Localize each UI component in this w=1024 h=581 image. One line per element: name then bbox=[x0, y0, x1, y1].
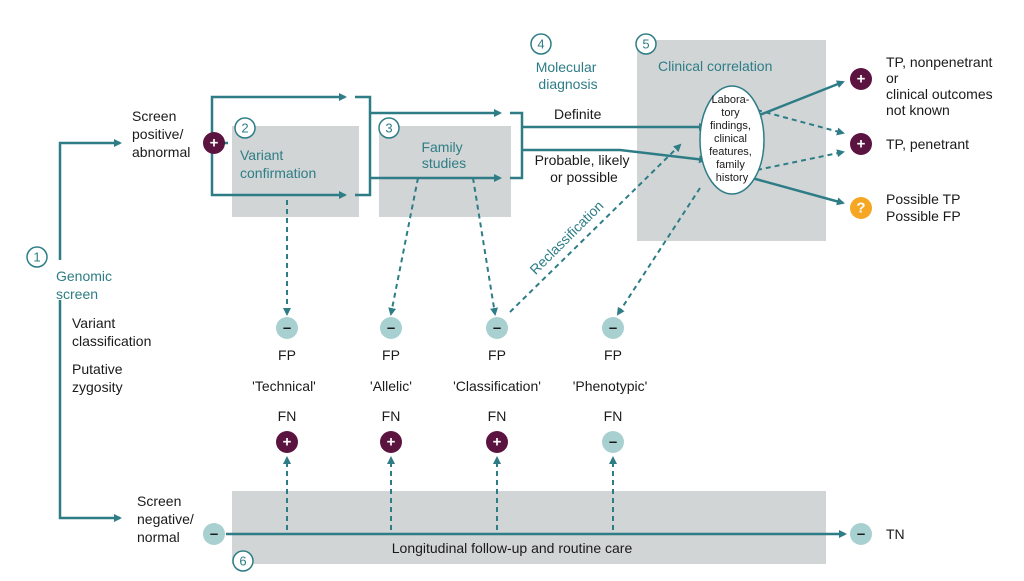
positive-path bbox=[58, 139, 122, 260]
family-studies-title: Family studies bbox=[421, 139, 466, 171]
to-possible bbox=[751, 176, 845, 206]
fn-classification: FN + bbox=[486, 408, 508, 453]
svg-text:–: – bbox=[210, 526, 218, 543]
svg-text:FP: FP bbox=[278, 347, 296, 363]
to-tp-penetrant-dashed-b bbox=[756, 149, 845, 171]
svg-text:1: 1 bbox=[33, 250, 40, 265]
longitudinal-label: Longitudinal follow-up and routine care bbox=[392, 540, 633, 556]
screen-negative-label: Screen negative/ normal bbox=[137, 493, 198, 545]
lab-findings-text: Labora- tory findings, clinical features… bbox=[709, 94, 755, 184]
step-3-badge: 3 bbox=[378, 117, 400, 139]
svg-text:+: + bbox=[857, 136, 866, 153]
fn-technical: FN + bbox=[276, 408, 298, 453]
tp-penetrant-label: TP, penetrant bbox=[886, 136, 969, 152]
putative-zygosity-label: Putative zygosity bbox=[72, 361, 126, 395]
to-confirmation-bottom bbox=[210, 143, 347, 199]
svg-text:+: + bbox=[210, 135, 219, 152]
possible-marker: ? bbox=[850, 197, 872, 219]
svg-text:+: + bbox=[387, 434, 396, 451]
svg-text:+: + bbox=[493, 434, 502, 451]
definite-label: Definite bbox=[554, 106, 602, 122]
fp-technical: – FP bbox=[276, 317, 298, 363]
svg-text:5: 5 bbox=[642, 37, 649, 52]
molecular-diagnosis-title: Molecular diagnosis bbox=[536, 59, 601, 92]
error-type-phenotypic: 'Phenotypic' bbox=[573, 378, 648, 394]
fp-classification: – FP bbox=[486, 317, 508, 363]
fp-allelic: – FP bbox=[380, 317, 402, 363]
svg-text:+: + bbox=[857, 71, 866, 88]
fp-phenotypic-arrow bbox=[616, 187, 701, 316]
svg-text:?: ? bbox=[856, 200, 865, 217]
to-tp-penetrant-dashed-a bbox=[756, 109, 845, 136]
svg-text:3: 3 bbox=[385, 121, 392, 136]
svg-text:FP: FP bbox=[382, 347, 400, 363]
tp-penetrant-marker: + bbox=[850, 133, 872, 155]
svg-text:FN: FN bbox=[488, 408, 507, 424]
variant-confirmation-box bbox=[232, 126, 359, 217]
screen-negative-marker: – bbox=[203, 523, 225, 545]
svg-text:4: 4 bbox=[537, 37, 544, 52]
svg-text:FN: FN bbox=[604, 408, 623, 424]
confirmation-bracket bbox=[355, 95, 372, 197]
genomic-screen-label: Genomic screen bbox=[56, 268, 116, 302]
tp-nonpenetrant-label: TP, nonpenetrant or clinical outcomes no… bbox=[886, 54, 997, 118]
screen-positive-marker: + bbox=[203, 132, 225, 154]
longitudinal-box bbox=[232, 491, 826, 564]
svg-text:FN: FN bbox=[382, 408, 401, 424]
negative-path bbox=[58, 300, 122, 522]
variant-classification-label: Variant classification bbox=[72, 315, 151, 349]
error-type-technical: 'Technical' bbox=[252, 378, 316, 394]
step-4-badge: 4 bbox=[530, 33, 552, 55]
fn-allelic: FN + bbox=[380, 408, 402, 453]
tn-label: TN bbox=[886, 526, 905, 542]
family-studies-box bbox=[379, 126, 511, 217]
svg-text:6: 6 bbox=[239, 554, 246, 569]
step-1-badge: 1 bbox=[26, 246, 48, 268]
svg-text:–: – bbox=[387, 320, 395, 337]
svg-text:–: – bbox=[857, 526, 865, 543]
svg-text:–: – bbox=[609, 434, 617, 451]
reclassification-label: Reclassification bbox=[526, 197, 606, 277]
probable-path bbox=[522, 148, 707, 164]
tn-marker: – bbox=[850, 523, 872, 545]
fn-phenotypic: FN – bbox=[602, 408, 624, 453]
svg-text:FN: FN bbox=[278, 408, 297, 424]
family-bracket bbox=[510, 111, 524, 180]
fp-classification-arrow bbox=[472, 177, 498, 316]
screen-positive-label: Screen positive/ abnormal bbox=[132, 108, 190, 160]
probable-label: Probable, likely or possible bbox=[535, 152, 634, 185]
svg-text:–: – bbox=[609, 320, 617, 337]
clinical-correlation-title: Clinical correlation bbox=[658, 58, 772, 74]
fp-phenotypic: – FP bbox=[602, 317, 624, 363]
lab-findings-ellipse bbox=[699, 85, 765, 195]
svg-text:FP: FP bbox=[604, 347, 622, 363]
svg-text:2: 2 bbox=[241, 121, 248, 136]
step-6-badge: 6 bbox=[232, 550, 254, 572]
variant-confirmation-title: Variant confirmation bbox=[240, 147, 316, 181]
reclassification-arrow bbox=[509, 143, 682, 313]
step-2-badge: 2 bbox=[234, 117, 256, 139]
possible-label: Possible TP Possible FP bbox=[886, 191, 964, 224]
svg-text:–: – bbox=[283, 320, 291, 337]
step-5-badge: 5 bbox=[635, 33, 657, 55]
error-type-classification: 'Classification' bbox=[453, 378, 541, 394]
svg-text:+: + bbox=[283, 434, 292, 451]
tp-nonpenetrant-marker: + bbox=[850, 68, 872, 90]
svg-text:FP: FP bbox=[488, 347, 506, 363]
svg-text:–: – bbox=[493, 320, 501, 337]
error-type-allelic: 'Allelic' bbox=[370, 378, 412, 394]
